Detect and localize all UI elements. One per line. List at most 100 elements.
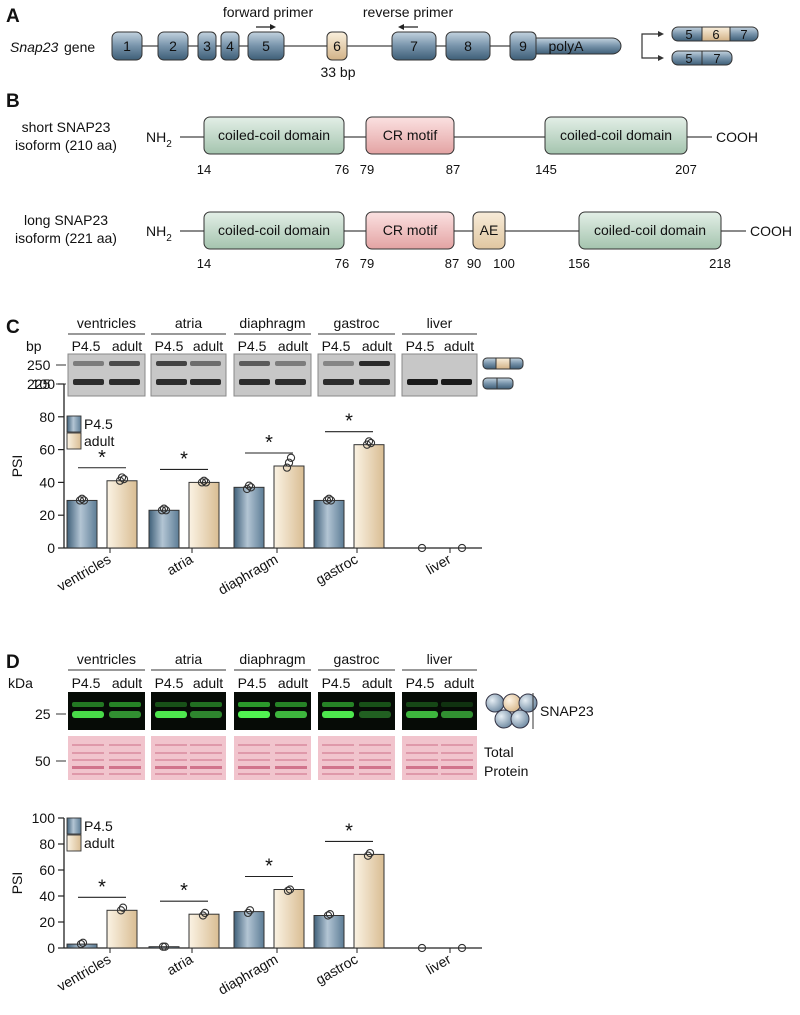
svg-text:CR motif: CR motif — [383, 222, 438, 238]
c-lane-adult: adult — [444, 338, 474, 354]
short-coiled-coil-2: coiled-coil domain — [544, 116, 688, 155]
y-tick-label: 20 — [39, 507, 55, 523]
svg-text:9: 9 — [519, 38, 527, 54]
total-protein-band — [190, 766, 222, 769]
significance-star: * — [180, 448, 188, 470]
c-lane-adult: adult — [193, 338, 223, 354]
x-tick-label-atria: atria — [164, 551, 196, 579]
legend-label-adult: adult — [84, 835, 114, 851]
data-point — [244, 481, 254, 490]
svg-text:7: 7 — [410, 38, 418, 54]
data-point — [197, 478, 207, 487]
y-axis-label: PSI — [9, 455, 25, 478]
total-protein-band — [155, 752, 187, 754]
data-point — [243, 908, 253, 918]
data-point — [457, 943, 467, 953]
svg-text:4: 4 — [226, 38, 234, 54]
d-lane-p45: P4.5 — [322, 675, 351, 691]
total-protein-band — [406, 766, 438, 769]
bar-adult-ventricles — [106, 909, 138, 949]
total-protein-band — [190, 773, 222, 775]
y-tick-label: 60 — [39, 862, 55, 878]
long-isoform: long SNAP23 isoform (221 aa) NH2 coiled-… — [15, 211, 792, 271]
svg-text:207: 207 — [675, 162, 697, 177]
bar-p4-5-ventricles — [66, 499, 98, 549]
d-lane-p45: P4.5 — [72, 675, 101, 691]
x-tick-label-liver: liver — [423, 551, 454, 578]
d-lane-p45: P4.5 — [238, 675, 267, 691]
gel-band-short — [73, 379, 104, 385]
data-point — [323, 911, 333, 920]
panel-c-marker-225: 225 — [27, 376, 51, 392]
total-protein-band — [322, 752, 354, 754]
bar-p4-5-atria — [148, 946, 180, 949]
exon-5: 5 — [247, 31, 285, 61]
data-point — [198, 911, 208, 920]
total-protein-band — [441, 744, 473, 746]
y-tick-label: 0 — [47, 540, 55, 556]
total-protein-band — [275, 766, 307, 769]
data-point — [364, 437, 374, 446]
snap23-band-upper — [275, 702, 307, 707]
total-protein-band — [275, 759, 307, 761]
total-protein-band — [72, 744, 104, 746]
svg-text:coiled-coil domain: coiled-coil domain — [218, 222, 330, 238]
data-point — [161, 506, 171, 515]
data-point — [284, 458, 294, 467]
exon-2: 2 — [157, 31, 189, 61]
total-protein-band — [275, 773, 307, 775]
svg-text:14: 14 — [197, 162, 211, 177]
data-point — [366, 438, 376, 448]
total-protein-band — [72, 759, 104, 761]
x-tick-label-liver: liver — [423, 951, 454, 978]
total-protein-band — [109, 744, 141, 746]
panel-b-letter: B — [6, 91, 20, 112]
c-header-gastroc: gastroc — [334, 315, 380, 331]
data-point — [77, 494, 87, 503]
gel-band-short — [156, 379, 187, 385]
panel-a-letter: A — [6, 6, 20, 27]
legend-swatch-adult — [66, 432, 82, 450]
snap23-band-upper — [109, 702, 141, 707]
data-point — [246, 483, 256, 492]
snap23-band-upper — [441, 702, 473, 707]
total-protein-label-1: Total — [484, 744, 514, 760]
c-lane-p45: P4.5 — [406, 338, 435, 354]
c-lane-adult: adult — [112, 338, 142, 354]
exon-7: 7 — [391, 31, 437, 61]
x-tick-label-diaphragm: diaphragm — [215, 551, 280, 598]
exon-9-polyA: 9 polyA — [509, 31, 622, 61]
total-protein-band — [275, 744, 307, 746]
data-point — [326, 496, 336, 505]
c-lane-p45: P4.5 — [322, 338, 351, 354]
short-coiled-coil-1: coiled-coil domain — [203, 116, 345, 155]
svg-text:7: 7 — [740, 27, 747, 42]
gel-band-short — [323, 379, 354, 385]
long-product: 5 6 7 — [671, 26, 759, 42]
snap23-band-lower — [109, 711, 141, 718]
svg-text:79: 79 — [360, 256, 374, 271]
long-n-term: NH2 — [146, 223, 172, 244]
snap23-band-lower — [275, 711, 307, 718]
svg-text:8: 8 — [464, 38, 472, 54]
gel-band-short — [190, 379, 221, 385]
gel-band-long — [275, 361, 306, 366]
bar-adult-ventricles — [106, 480, 138, 549]
total-protein-blot-image — [68, 736, 145, 780]
c-header-diaphragm: diaphragm — [239, 315, 305, 331]
d-header-diaphragm: diaphragm — [239, 651, 305, 667]
snap23-band-lower — [190, 711, 222, 718]
data-point — [157, 506, 167, 515]
panel-c-marker-250: 250 — [27, 357, 51, 373]
y-tick-label: 40 — [39, 888, 55, 904]
d-lane-p45: P4.5 — [406, 675, 435, 691]
snap23-band-upper — [190, 702, 222, 707]
snap23-complex-icon — [485, 693, 538, 729]
total-protein-band — [109, 773, 141, 775]
snap23-band-lower — [322, 711, 354, 718]
total-protein-band — [441, 752, 473, 754]
svg-text:90: 90 — [467, 256, 481, 271]
